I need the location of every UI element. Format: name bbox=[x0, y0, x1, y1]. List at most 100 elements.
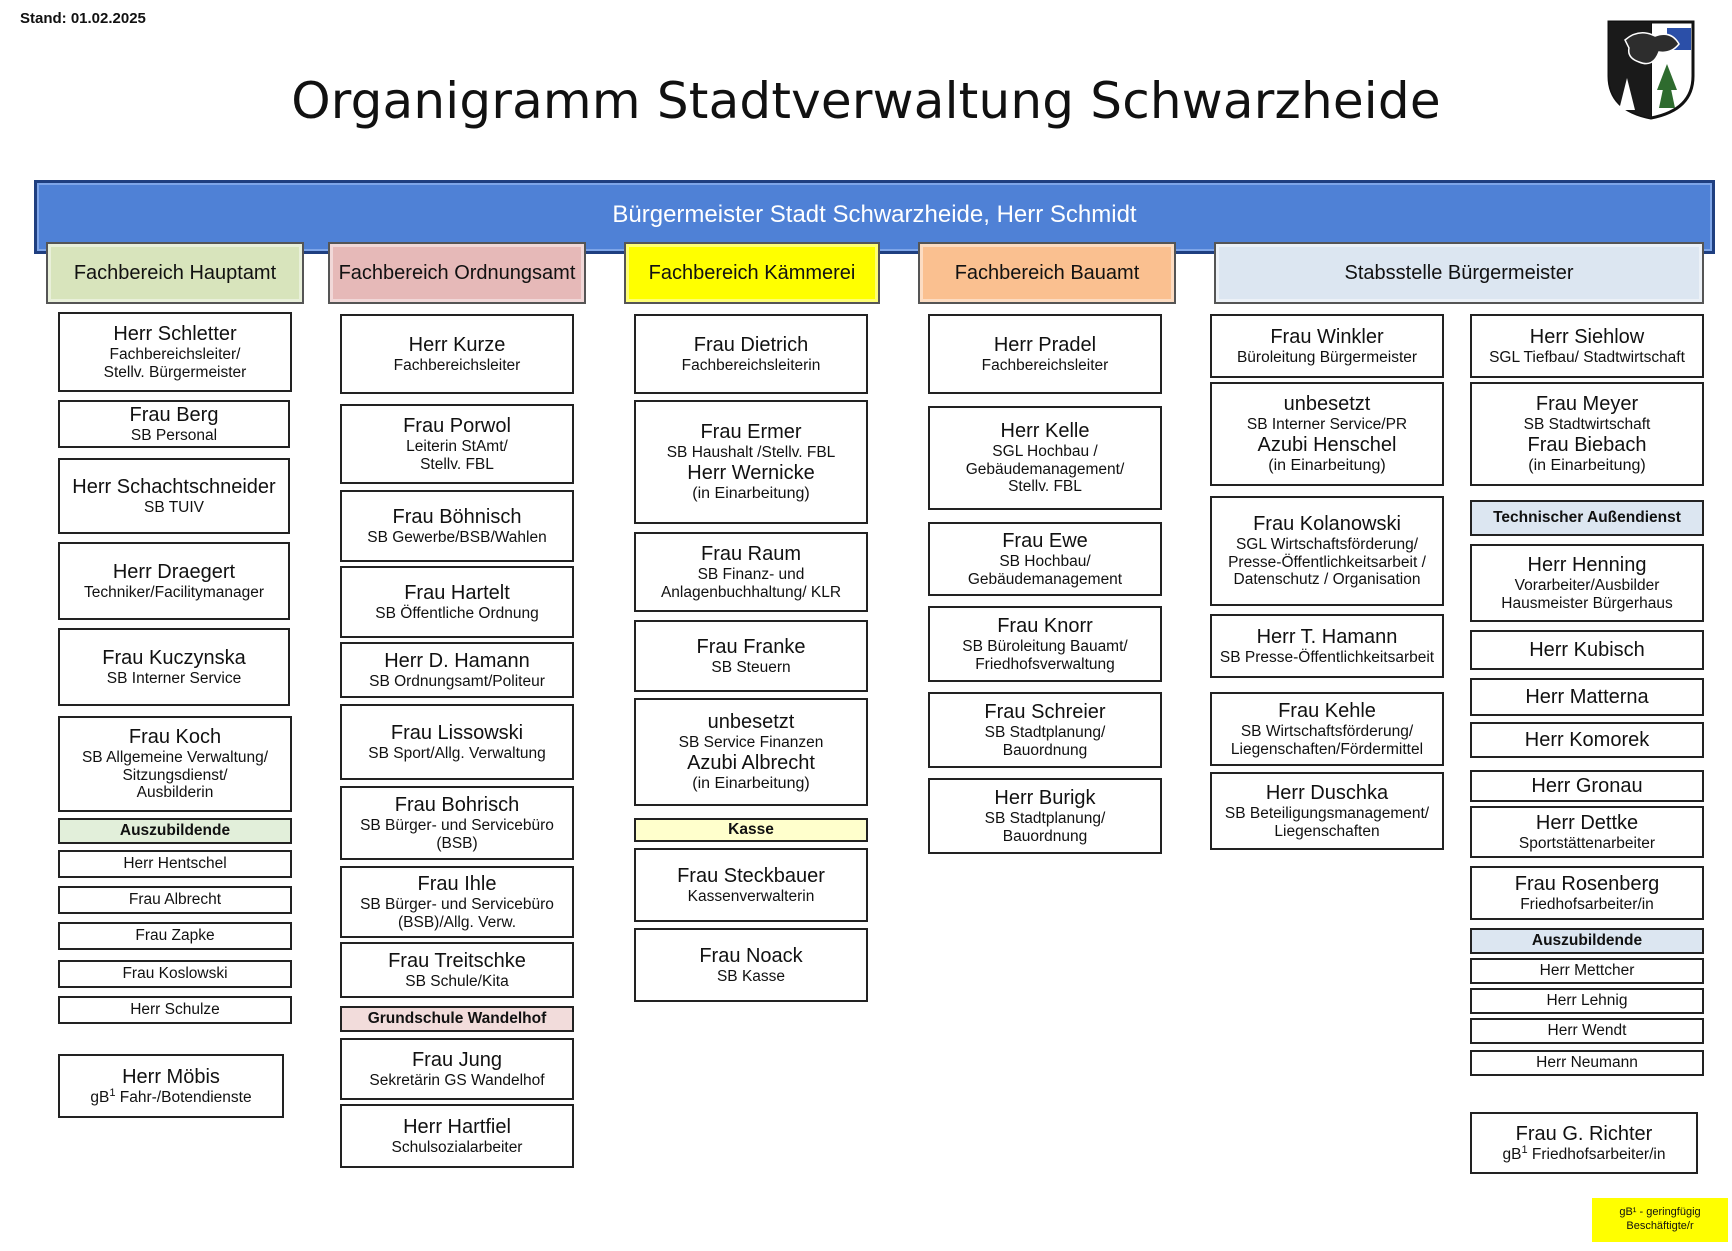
person-role: (BSB)/Allg. Verw. bbox=[397, 913, 516, 931]
person-box-ewe: Frau Ewe SB Hochbau/ Gebäudemanagement bbox=[928, 522, 1162, 596]
person-role: Kassenverwalterin bbox=[687, 887, 815, 905]
person-box-schreier: Frau Schreier SB Stadtplanung/ Bauordnun… bbox=[928, 692, 1162, 768]
person-role: Hausmeister Bürgerhaus bbox=[1501, 594, 1673, 612]
person-box-raum: Frau Raum SB Finanz- und Anlagenbuchhalt… bbox=[634, 532, 868, 612]
azubi-box: Herr Wendt bbox=[1470, 1018, 1704, 1044]
person-box-hartelt: Frau Hartelt SB Öffentliche Ordnung bbox=[340, 566, 574, 638]
person-name: Frau Berg bbox=[129, 403, 219, 426]
person-box-berg: Frau Berg SB Personal bbox=[58, 400, 290, 448]
person-role: Stellv. FBL bbox=[1008, 478, 1082, 496]
person-box-kurze: Herr Kurze Fachbereichsleiter bbox=[340, 314, 574, 394]
person-role: SB Presse-Öffentlichkeitsarbeit bbox=[1219, 648, 1435, 666]
person-name: Frau Bohrisch bbox=[394, 793, 520, 816]
person-box-siehlow: Herr Siehlow SGL Tiefbau/ Stadtwirtschaf… bbox=[1470, 314, 1704, 378]
azubi-box: Frau Zapke bbox=[58, 922, 292, 950]
person-name: Frau Hartelt bbox=[404, 581, 510, 604]
person-name: Frau Böhnisch bbox=[392, 505, 522, 528]
person-name: Herr Dettke bbox=[1535, 811, 1639, 834]
person-role: SB Allgemeine Verwaltung/ bbox=[81, 748, 269, 766]
person-box-koch: Frau Koch SB Allgemeine Verwaltung/ Sitz… bbox=[58, 716, 292, 812]
person-box-moebis: Herr Möbis gB1 Fahr-/Botendienste bbox=[58, 1054, 284, 1118]
legend-note: gB¹ - geringfügig Beschäftigte/r bbox=[1592, 1198, 1728, 1242]
person-name: Frau Rosenberg bbox=[1514, 872, 1660, 895]
person-role: Stellv. Bürgermeister bbox=[103, 363, 247, 381]
person-role: Sekretärin GS Wandelhof bbox=[369, 1071, 545, 1089]
person-role: (in Einarbeitung) bbox=[1528, 456, 1646, 474]
person-box-dietrich: Frau Dietrich Fachbereichsleiterin bbox=[634, 314, 868, 394]
person-box-bohrisch: Frau Bohrisch SB Bürger- und Servicebüro… bbox=[340, 786, 574, 860]
person-role: Techniker/Facilitymanager bbox=[83, 583, 265, 601]
person-box-kelle: Herr Kelle SGL Hochbau / Gebäudemanageme… bbox=[928, 406, 1162, 510]
person-role: Fachbereichsleiter bbox=[393, 356, 521, 374]
person-name: Frau Raum bbox=[700, 542, 802, 565]
dept-stabsstelle: Stabsstelle Bürgermeister bbox=[1214, 242, 1704, 304]
coat-of-arms-logo bbox=[1607, 20, 1695, 120]
person-box-matterna: Herr Matterna bbox=[1470, 678, 1704, 716]
person-box-d-hamann: Herr D. Hamann SB Ordnungsamt/Politeur bbox=[340, 642, 574, 698]
person-role: SB Sport/Allg. Verwaltung bbox=[368, 744, 546, 762]
person-role: SB Bürger- und Servicebüro bbox=[360, 816, 554, 834]
person-name: Herr Wernicke bbox=[687, 461, 815, 484]
person-box-dettke: Herr Dettke Sportstättenarbeiter bbox=[1470, 806, 1704, 858]
person-name: Herr Kelle bbox=[1000, 419, 1090, 442]
person-box-hartfiel: Herr Hartfiel Schulsozialarbeiter bbox=[340, 1104, 574, 1168]
person-role: SGL Wirtschaftsförderung/ bbox=[1235, 535, 1419, 553]
person-role: SB Büroleitung Bauamt/ bbox=[962, 637, 1128, 655]
person-name: Herr T. Hamann bbox=[1256, 625, 1398, 648]
person-box-noack: Frau Noack SB Kasse bbox=[634, 928, 868, 1002]
person-role: SB Ordnungsamt/Politeur bbox=[369, 672, 545, 690]
person-name: Azubi Henschel bbox=[1257, 433, 1397, 456]
person-role: SGL Hochbau / bbox=[992, 442, 1098, 460]
person-role: SB Haushalt /Stellv. FBL bbox=[666, 443, 836, 461]
dept-hauptamt: Fachbereich Hauptamt bbox=[46, 242, 304, 304]
section-header-auszubildende: Auszubildende bbox=[58, 818, 292, 844]
person-box-winkler: Frau Winkler Büroleitung Bürgermeister bbox=[1210, 314, 1444, 378]
person-role: Schulsozialarbeiter bbox=[391, 1138, 523, 1156]
dept-ordnungsamt: Fachbereich Ordnungsamt bbox=[328, 242, 586, 304]
person-name: Frau Treitschke bbox=[388, 949, 526, 972]
person-role: SB Stadtplanung/ bbox=[984, 723, 1106, 741]
person-role: Gebäudemanagement/ bbox=[965, 460, 1125, 478]
person-box-jung: Frau Jung Sekretärin GS Wandelhof bbox=[340, 1038, 574, 1100]
person-box-lissowski: Frau Lissowski SB Sport/Allg. Verwaltung bbox=[340, 704, 574, 780]
section-header-grundschule: Grundschule Wandelhof bbox=[340, 1006, 574, 1032]
person-role: (BSB) bbox=[436, 834, 478, 852]
person-role: SB Hochbau/ bbox=[999, 552, 1091, 570]
person-name: Frau Kolanowski bbox=[1253, 512, 1401, 535]
person-name: Herr Duschka bbox=[1265, 781, 1389, 804]
person-box-unbesetzt-finanzen: unbesetzt SB Service Finanzen Azubi Albr… bbox=[634, 698, 868, 806]
section-header-technischer-aussendienst: Technischer Außendienst bbox=[1470, 500, 1704, 536]
person-role: SB TUIV bbox=[143, 498, 204, 516]
person-role: Sitzungsdienst/ bbox=[122, 766, 228, 784]
person-name: Frau Meyer bbox=[1535, 392, 1639, 415]
person-name: Frau Lissowski bbox=[390, 721, 524, 744]
person-name: unbesetzt bbox=[1283, 392, 1371, 415]
person-box-burigk: Herr Burigk SB Stadtplanung/ Bauordnung bbox=[928, 778, 1162, 854]
person-name: Herr Schachtschneider bbox=[72, 475, 276, 498]
person-role: Vorarbeiter/Ausbilder bbox=[1514, 576, 1660, 594]
person-name: Frau Koch bbox=[128, 725, 222, 748]
stand-date: Stand: 01.02.2025 bbox=[20, 10, 146, 27]
person-name: Frau Kehle bbox=[1278, 699, 1376, 722]
person-role: (in Einarbeitung) bbox=[692, 774, 810, 792]
person-box-duschka: Herr Duschka SB Beteiligungsmanagement/ … bbox=[1210, 772, 1444, 850]
azubi-box: Herr Mettcher bbox=[1470, 958, 1704, 984]
person-name: Frau Winkler bbox=[1270, 325, 1384, 348]
person-box-steckbauer: Frau Steckbauer Kassenverwalterin bbox=[634, 848, 868, 922]
person-name: Frau Biebach bbox=[1527, 433, 1647, 456]
person-name: Frau G. Richter bbox=[1515, 1122, 1653, 1145]
person-box-kehle: Frau Kehle SB Wirtschaftsförderung/ Lieg… bbox=[1210, 692, 1444, 766]
person-role: SB Schule/Kita bbox=[405, 972, 509, 990]
person-role: Sportstättenarbeiter bbox=[1518, 834, 1656, 852]
person-role: Presse-Öffentlichkeitsarbeit / bbox=[1228, 553, 1426, 571]
person-role: Anlagenbuchhaltung/ KLR bbox=[660, 583, 842, 601]
person-name: unbesetzt bbox=[707, 710, 795, 733]
person-role: SB Interner Service/PR bbox=[1246, 415, 1408, 433]
section-header-kasse: Kasse bbox=[634, 818, 868, 842]
person-box-meyer: Frau Meyer SB Stadtwirtschaft Frau Bieba… bbox=[1470, 382, 1704, 486]
person-box-kuczynska: Frau Kuczynska SB Interner Service bbox=[58, 628, 290, 706]
person-box-unbesetzt-pr: unbesetzt SB Interner Service/PR Azubi H… bbox=[1210, 382, 1444, 486]
person-role: Stellv. FBL bbox=[420, 455, 494, 473]
person-name: Azubi Albrecht bbox=[687, 751, 815, 774]
person-box-franke: Frau Franke SB Steuern bbox=[634, 620, 868, 692]
